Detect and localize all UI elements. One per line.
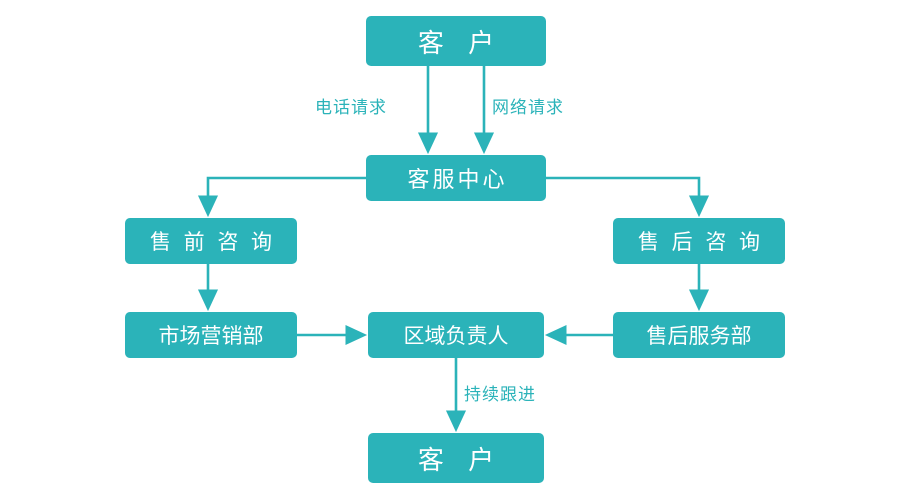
node-customer-bottom[interactable]: 客 户 [368, 433, 544, 483]
node-presale-consult[interactable]: 售 前 咨 询 [125, 218, 297, 264]
edge-label-web-request: 网络请求 [492, 98, 564, 118]
edge-label-phone-request: 电话请求 [315, 98, 387, 118]
node-marketing-department[interactable]: 市场营销部 [125, 312, 297, 358]
node-label: 售 后 咨 询 [637, 230, 764, 254]
node-label: 市场营销部 [158, 324, 264, 348]
edge-center-to-aftersale [546, 176, 710, 218]
edge-center-to-presale [197, 176, 366, 218]
node-aftersale-consult[interactable]: 售 后 咨 询 [613, 218, 785, 264]
node-service-center[interactable]: 客服中心 [366, 155, 546, 201]
node-label: 售后服务部 [646, 324, 752, 348]
node-region-owner[interactable]: 区域负责人 [368, 312, 544, 358]
node-label: 客 户 [417, 445, 503, 476]
node-label: 区域负责人 [403, 324, 509, 348]
node-label: 客服中心 [407, 168, 508, 193]
edge-label-follow-up: 持续跟进 [464, 385, 536, 405]
node-customer-top[interactable]: 客 户 [366, 16, 546, 66]
node-label: 客 户 [417, 28, 503, 59]
node-aftersale-service-department[interactable]: 售后服务部 [613, 312, 785, 358]
node-label: 售 前 咨 询 [149, 230, 276, 254]
